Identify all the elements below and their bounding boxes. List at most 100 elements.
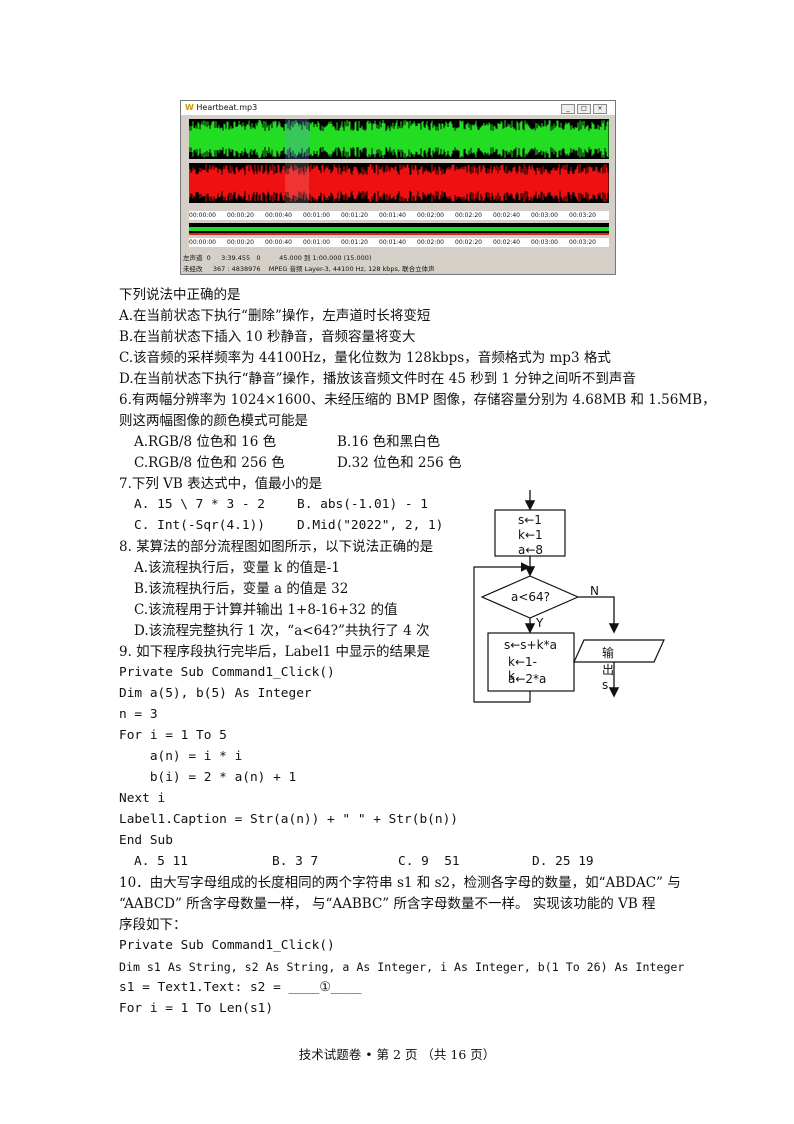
close-button[interactable]: × (593, 104, 607, 114)
q6-option-d: D.32 位色和 256 色 (337, 455, 462, 471)
q6-option-c: C.RGB/8 位色和 256 色 (134, 455, 285, 471)
q9-code-1: Dim a(5), b(5) As Integer (119, 686, 312, 701)
waveform-stroke (189, 120, 609, 158)
q9-code-8: End Sub (119, 833, 173, 848)
q6-line1: 6.有两幅分辨率为 1024×1600、未经压缩的 BMP 图像，存储容量分别为… (119, 392, 716, 408)
status-line-2: 未经改 367 : 4838976 MPEG 音频 Layer-3, 44100… (183, 265, 435, 273)
overview-ruler: 00:00:00 00:00:20 00:00:40 00:01:00 00:01:20… (189, 238, 609, 247)
no-label: N (590, 584, 599, 598)
ruler-tick-label: 00:01:20 (341, 239, 368, 246)
q9-code-5: b(i) = 2 * a(n) + 1 (119, 770, 297, 785)
q9-option-b: B. 3 7 (272, 854, 319, 869)
q9-code-6: Next i (119, 791, 166, 806)
selection-region (285, 119, 309, 159)
q9-stem: 9. 如下程序段执行完毕后，Label1 中显示的结果是 (119, 644, 431, 660)
q8-option-b: B.该流程执行后，变量 a 的值是 32 (134, 581, 349, 597)
time-ruler: 00:00:00 00:00:20 00:00:40 00:01:00 00:01:20… (189, 211, 609, 220)
q5-option-d: D.在当前状态下执行“静音”操作，播放该音频文件时在 45 秒到 1 分钟之间听… (119, 371, 636, 387)
audio-window-title: Heartbeat.mp3 (196, 103, 258, 112)
selection-region-right (285, 163, 309, 203)
q7-option-d: D.Mid("2022", 2, 1) (297, 518, 444, 533)
q5-option-c: C.该音频的采样频率为 44100Hz，量化位数为 128kbps，音频格式为 … (119, 350, 611, 366)
ruler-tick-label: 00:00:20 (227, 239, 254, 246)
left-wave-path (189, 120, 609, 158)
ruler-tick-label: 00:00:40 (265, 212, 292, 219)
q9-option-a: A. 5 11 (134, 854, 188, 869)
page-footer: 技术试题卷 • 第 2 页 （共 16 页） (298, 1047, 496, 1062)
yes-label: Y (536, 616, 544, 630)
audio-window-titlebar: W Heartbeat.mp3 _ □ × (181, 101, 615, 115)
ruler-tick-label: 00:00:00 (189, 212, 216, 219)
maximize-button[interactable]: □ (577, 104, 591, 114)
condition-text: a<64? (511, 590, 551, 604)
ruler-tick-label: 00:00:40 (265, 239, 292, 246)
ruler-tick-label: 00:03:00 (531, 212, 558, 219)
right-waveform-svg (189, 163, 609, 203)
body-line3: a←2*a (508, 672, 547, 686)
q10-line2: “AABCD” 所含字母数量一样， 与“AABBC” 所含字母数量不一样。 实现… (119, 896, 656, 912)
q9-code-3: For i = 1 To 5 (119, 728, 227, 743)
ruler-tick-label: 00:01:00 (303, 239, 330, 246)
q7-option-c: C. Int(-Sqr(4.1)) (134, 518, 265, 533)
loop-back-arrow (473, 562, 531, 703)
flowchart-svg (473, 490, 665, 703)
q6-option-a: A.RGB/8 位色和 16 色 (134, 434, 277, 450)
init-s: s←1 (518, 513, 542, 527)
q9-code-2: n = 3 (119, 707, 158, 722)
ruler-tick-label: 00:02:00 (417, 239, 444, 246)
status-line-1: 左声道 0 3:39.455 0 45.000 到 1:00.000 (15.0… (183, 254, 372, 262)
q8-option-c: C.该流程用于计算并输出 1+8-16+32 的值 (134, 602, 398, 618)
ruler-tick-label: 00:02:00 (417, 212, 444, 219)
q5-stem: 下列说法中正确的是 (119, 287, 241, 303)
init-a: a←8 (518, 543, 544, 557)
waveform-stroke (189, 164, 609, 202)
q7-stem: 7.下列 VB 表达式中，值最小的是 (119, 476, 323, 492)
left-channel-waveform[interactable] (189, 119, 609, 159)
overview-waveform[interactable] (189, 223, 609, 235)
q8-option-d: D.该流程完整执行 1 次，“a<64?”共执行了 4 次 (134, 623, 430, 639)
ruler-tick-label: 00:00:20 (227, 212, 254, 219)
q9-option-c: C. 9 51 (398, 854, 460, 869)
q9-code-0: Private Sub Command1_Click() (119, 665, 335, 680)
q10-line3: 序段如下： (119, 917, 187, 933)
audio-app-icon: W (185, 103, 194, 112)
init-k: k←1 (518, 528, 543, 542)
q6-line2: 则这两幅图像的颜色模式可能是 (119, 413, 308, 429)
q8-option-a: A.该流程执行后，变量 k 的值是-1 (134, 560, 340, 576)
ruler-tick-label: 00:01:20 (341, 212, 368, 219)
ruler-tick-label: 00:02:40 (493, 212, 520, 219)
ruler-tick-label: 00:03:20 (569, 239, 596, 246)
minimize-button[interactable]: _ (561, 104, 575, 114)
right-channel-waveform[interactable] (189, 163, 609, 203)
q9-code-7: Label1.Caption = Str(a(n)) + " " + Str(b… (119, 812, 458, 827)
ruler-tick-label: 00:02:20 (455, 239, 482, 246)
ruler-tick-label: 00:01:40 (379, 239, 406, 246)
ruler-tick-label: 00:00:00 (189, 239, 216, 246)
ruler-tick-label: 00:02:20 (455, 212, 482, 219)
left-waveform-svg (189, 119, 609, 159)
q10-code-1: Dim s1 As String, s2 As String, a As Int… (119, 960, 685, 974)
ruler-tick-label: 00:03:00 (531, 239, 558, 246)
q7-option-b: B. abs(-1.01) - 1 (297, 497, 428, 512)
q9-code-4: a(n) = i * i (119, 749, 243, 764)
q10-code-0: Private Sub Command1_Click() (119, 938, 335, 953)
q9-option-d: D. 25 19 (532, 854, 594, 869)
q7-option-a: A. 15 \ 7 * 3 - 2 (134, 497, 265, 512)
q10-code-3: For i = 1 To Len(s1) (119, 1001, 274, 1016)
q10-code-2: s1 = Text1.Text: s2 = ____①____ (119, 980, 362, 995)
ruler-tick-label: 00:01:00 (303, 212, 330, 219)
overview-svg (189, 226, 609, 235)
q5-option-a: A.在当前状态下执行“删除”操作，左声道时长将变短 (119, 308, 431, 324)
body-line2: k←1-k (508, 655, 537, 683)
ruler-tick-label: 00:01:40 (379, 212, 406, 219)
q8-stem: 8. 某算法的部分流程图如图所示，以下说法正确的是 (119, 539, 434, 555)
output-text: 输出 s (602, 646, 615, 692)
q6-option-b: B.16 色和黑白色 (337, 434, 441, 450)
body-line1: s←s+k*a (504, 638, 557, 652)
init-box (494, 509, 566, 557)
ruler-tick-label: 00:03:20 (569, 212, 596, 219)
output-parallelogram (573, 639, 665, 663)
right-wave-path (189, 164, 609, 202)
no-arrow (578, 596, 620, 634)
